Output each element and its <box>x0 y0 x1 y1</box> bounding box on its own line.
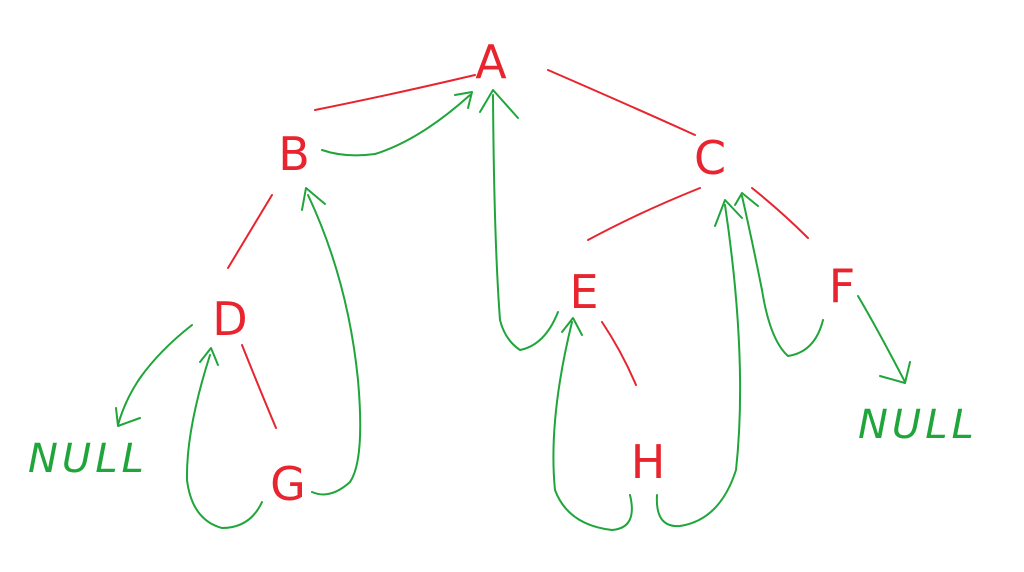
thread-e-to-a <box>492 94 559 351</box>
thread-f-to-null-arrowhead <box>879 361 911 384</box>
edge-d-g <box>241 344 277 429</box>
thread-b-to-a-arrowhead <box>454 91 473 109</box>
node-d: D <box>212 292 247 346</box>
edge-c-e <box>587 187 701 241</box>
thread-b-to-a <box>321 94 471 157</box>
thread-arrows <box>115 89 911 531</box>
node-c: C <box>694 131 726 185</box>
thread-h-to-c-arrowhead <box>714 199 743 227</box>
thread-f-to-null <box>857 295 906 383</box>
edge-a-c <box>547 69 696 136</box>
edge-c-f <box>751 187 809 239</box>
node-f: F <box>829 259 855 313</box>
node-g: G <box>270 457 306 511</box>
thread-g-to-b-arrowhead <box>301 187 326 211</box>
thread-g-to-b <box>307 194 362 496</box>
null-label-right: NULL <box>858 402 978 448</box>
null-labels: NULL NULL <box>28 402 978 482</box>
tree-nodes: A B C D E F G H <box>212 35 855 511</box>
edge-a-b <box>314 74 476 111</box>
thread-d-to-null-arrowhead <box>115 407 141 427</box>
node-h: H <box>631 435 666 489</box>
node-e: E <box>569 265 598 319</box>
null-label-left: NULL <box>28 436 148 482</box>
node-a: A <box>475 35 507 89</box>
thread-e-to-a-arrowhead <box>479 89 519 119</box>
thread-h-to-c <box>655 204 742 528</box>
edge-e-h <box>601 321 637 386</box>
thread-g-to-d <box>185 354 263 529</box>
thread-f-to-c-arrowhead <box>734 192 759 207</box>
thread-d-to-null <box>117 324 193 426</box>
node-b: B <box>278 127 310 181</box>
tree-edges <box>227 69 809 429</box>
edge-b-d <box>227 194 273 269</box>
thread-h-to-e-arrowhead <box>561 317 583 336</box>
thread-f-to-c <box>741 195 824 357</box>
thread-h-to-e <box>552 321 633 531</box>
thread-g-to-d-arrowhead <box>199 347 219 366</box>
